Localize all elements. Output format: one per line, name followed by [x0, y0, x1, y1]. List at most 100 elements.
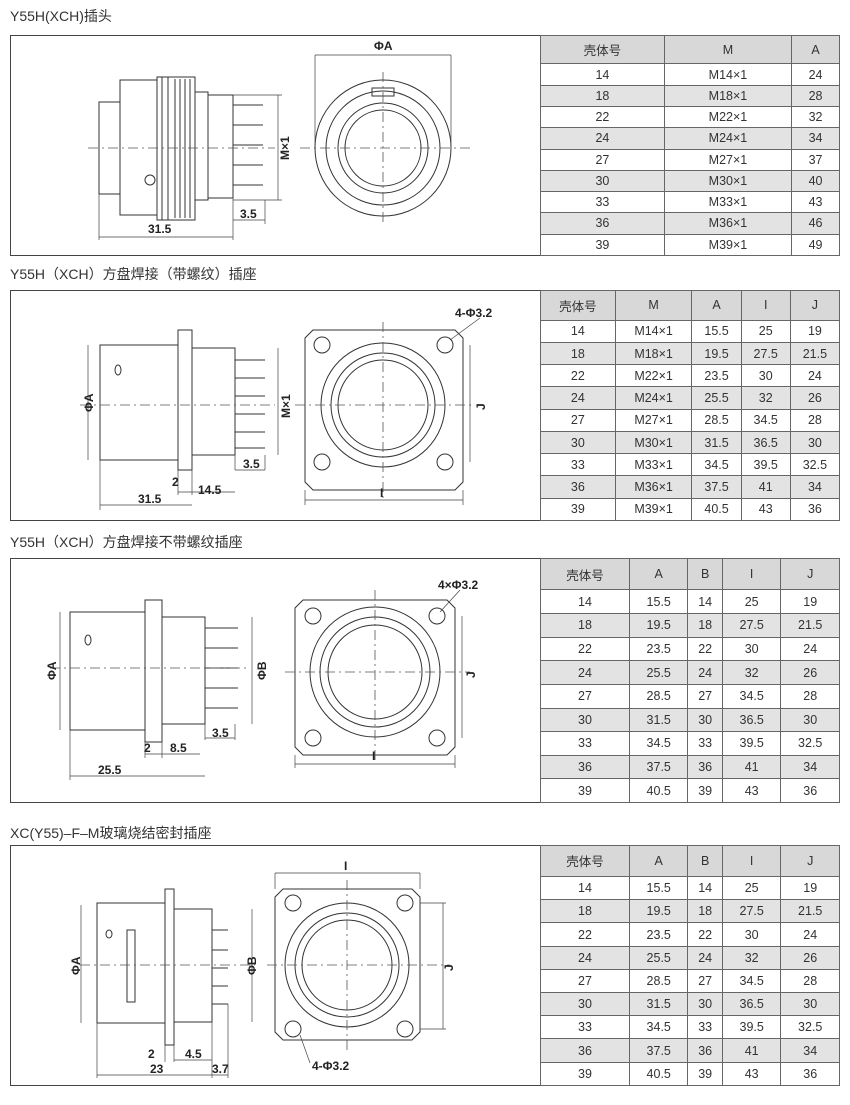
section-title-unthreaded-receptacle: Y55H（XCH）方盘焊接不带螺纹插座 [10, 534, 243, 550]
table-cell: 37.5 [628, 754, 689, 780]
table-cell: 39.5 [721, 1015, 782, 1040]
table-cell: 30 [540, 992, 630, 1017]
section-box-glass-sealed-receptacle [10, 845, 840, 1086]
table-cell: 14 [540, 63, 665, 86]
table-cell: 15.5 [628, 589, 689, 615]
table-cell: 34.5 [628, 1015, 689, 1040]
table-cell: 30 [780, 992, 840, 1017]
table-cell: 22 [687, 922, 723, 947]
table-cell: 40.5 [691, 497, 742, 522]
table-cell: 36 [540, 212, 665, 235]
table-cell: 33 [540, 191, 665, 214]
table-cell: 22 [540, 636, 630, 662]
table-cell: 33 [540, 453, 616, 477]
section-box-threaded-receptacle [10, 290, 840, 521]
table-cell: 31.5 [628, 992, 689, 1017]
table-cell: 30 [687, 992, 723, 1017]
table-cell: 32.5 [789, 453, 841, 477]
table-cell: 30 [721, 922, 782, 947]
section-title-threaded-receptacle: Y55H（XCH）方盘焊接（带螺纹）插座 [10, 266, 257, 282]
table-cell: 24 [789, 364, 841, 388]
table-cell: 19 [780, 589, 840, 615]
table-cell: 40.5 [628, 1061, 689, 1087]
table-cell: 36 [540, 1038, 630, 1063]
table-cell: 33 [687, 1015, 723, 1040]
table-cell: 40.5 [628, 778, 689, 803]
table-cell: 15.5 [628, 875, 689, 901]
table-cell: 25 [721, 589, 782, 615]
table-cell: 31.5 [691, 430, 742, 455]
table-cell: 24 [780, 636, 840, 662]
table-cell: 21.5 [780, 899, 840, 924]
table-cell: 19.5 [691, 341, 742, 366]
column-header: B [687, 557, 723, 591]
table-cell: 19 [780, 875, 840, 901]
table-cell: 41 [740, 475, 791, 499]
table-cell: 26 [780, 945, 840, 970]
table-cell: M24×1 [663, 127, 793, 150]
table-cell: 18 [687, 613, 723, 638]
table-cell: 18 [540, 341, 616, 366]
table-cell: 34.5 [721, 683, 782, 709]
table-cell: M36×1 [663, 212, 793, 235]
table-cell: 33 [540, 1015, 630, 1040]
table-cell: 34.5 [691, 453, 742, 477]
table-cell: M39×1 [663, 233, 793, 257]
table-cell: M33×1 [663, 191, 793, 214]
table-cell: 28 [780, 683, 840, 709]
table-cell: M18×1 [614, 341, 693, 366]
table-cell: 39 [687, 1061, 723, 1087]
table-cell: 39.5 [740, 453, 791, 477]
table-cell: 30 [721, 636, 782, 662]
table-cell: 28 [789, 408, 841, 432]
table-cell: 26 [789, 386, 841, 410]
table-cell: 28.5 [691, 408, 742, 432]
table-cell: 46 [791, 212, 840, 235]
table-cell: 49 [791, 233, 840, 257]
table-cell: 32.5 [780, 731, 840, 756]
column-header: 壳体号 [540, 845, 630, 877]
table-cell: 30 [789, 430, 841, 455]
table-cell: 22 [687, 636, 723, 662]
table-cell: 34.5 [721, 968, 782, 994]
column-header: 壳体号 [540, 290, 616, 321]
column-header: A [791, 34, 840, 65]
column-header: A [628, 845, 689, 877]
table-cell: 32 [721, 945, 782, 970]
table-cell: 28 [780, 968, 840, 994]
column-header: J [789, 290, 841, 321]
table-cell: 14 [687, 589, 723, 615]
table-cell: 19.5 [628, 613, 689, 638]
table-cell: 27 [687, 968, 723, 994]
table-cell: 39.5 [721, 731, 782, 756]
table-cell: 27 [540, 683, 630, 709]
table-cell: 27.5 [721, 899, 782, 924]
table-cell: 18 [540, 613, 630, 638]
table-cell: M30×1 [663, 169, 793, 193]
table-cell: 26 [780, 660, 840, 685]
table-cell: 34 [791, 127, 840, 150]
table-cell: 28.5 [628, 683, 689, 709]
